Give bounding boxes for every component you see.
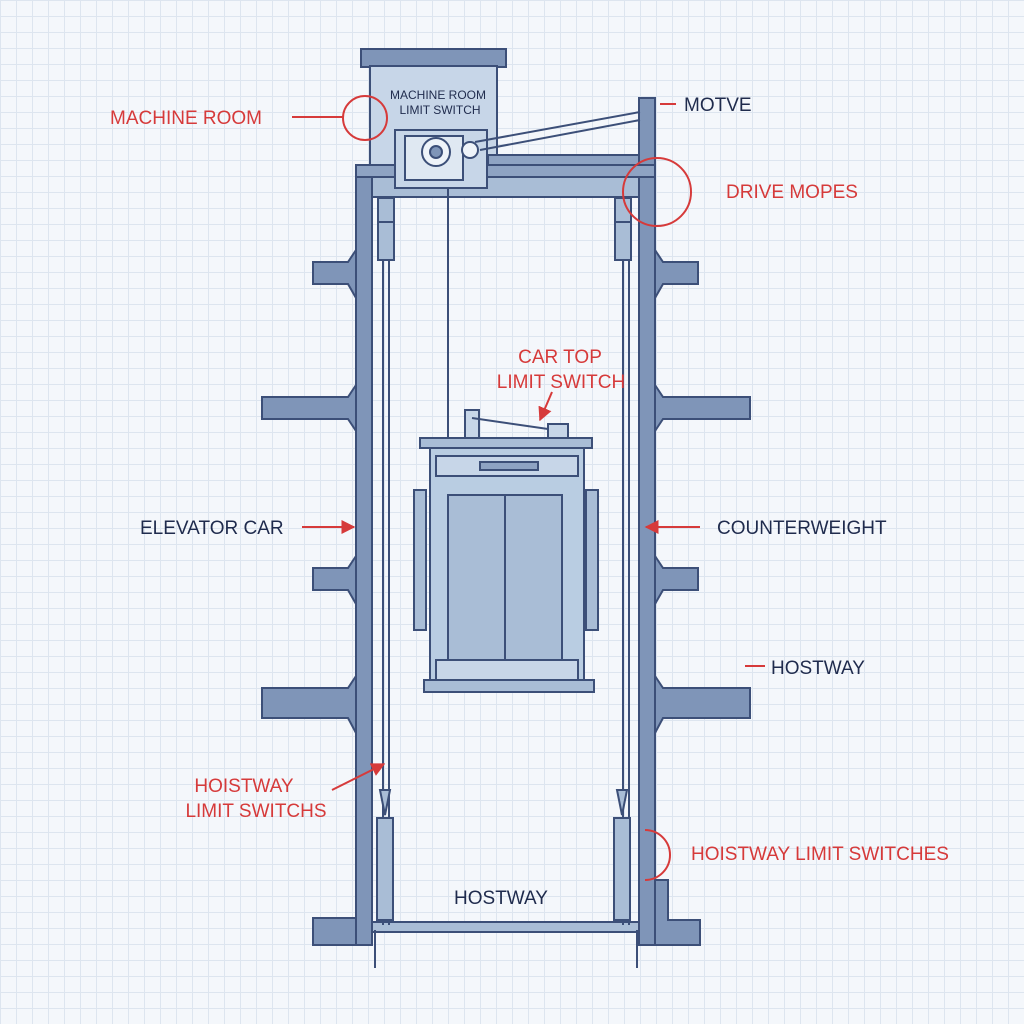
elevator-car: [413, 437, 599, 693]
machine-room-switch-label-line1: MACHINE ROOM: [390, 88, 486, 102]
label-hoistway-left-line1: HOISTWAY: [194, 776, 294, 797]
pit-floor: [312, 917, 640, 946]
machine-room-switch-label-line2: LIMIT SWITCH: [399, 103, 480, 117]
label-car-top-line2: LIMIT SWITCH: [497, 372, 625, 393]
drive-motor: [394, 129, 488, 189]
label-hoistway-left-line2: LIMIT SWITCHS: [185, 801, 326, 822]
drive-ropes: [474, 111, 641, 151]
upper-sheaves: [377, 197, 632, 261]
label-machine-room: MACHINE ROOM: [110, 108, 262, 129]
car-top-limit-switch: [464, 409, 569, 439]
label-elevator-car: ELEVATOR CAR: [140, 518, 284, 539]
label-hostway-right: HOSTWAY: [771, 658, 865, 679]
pit-limit-switches: [376, 789, 631, 921]
label-motve: MOTVE: [684, 95, 752, 116]
left-shaft-wall: [261, 174, 373, 946]
label-counterweight: COUNTERWEIGHT: [717, 518, 887, 539]
guide-rails: [374, 210, 638, 968]
label-hoistway-right: HOISTWAY LIMIT SWITCHES: [691, 844, 949, 865]
label-drive-mopes: DRIVE MOPES: [726, 182, 858, 203]
label-hostway-bottom: HOSTWAY: [454, 888, 548, 909]
leader-lines: [292, 103, 765, 791]
highlight-circles: [342, 95, 692, 881]
label-car-top-line1: CAR TOP: [518, 347, 602, 368]
